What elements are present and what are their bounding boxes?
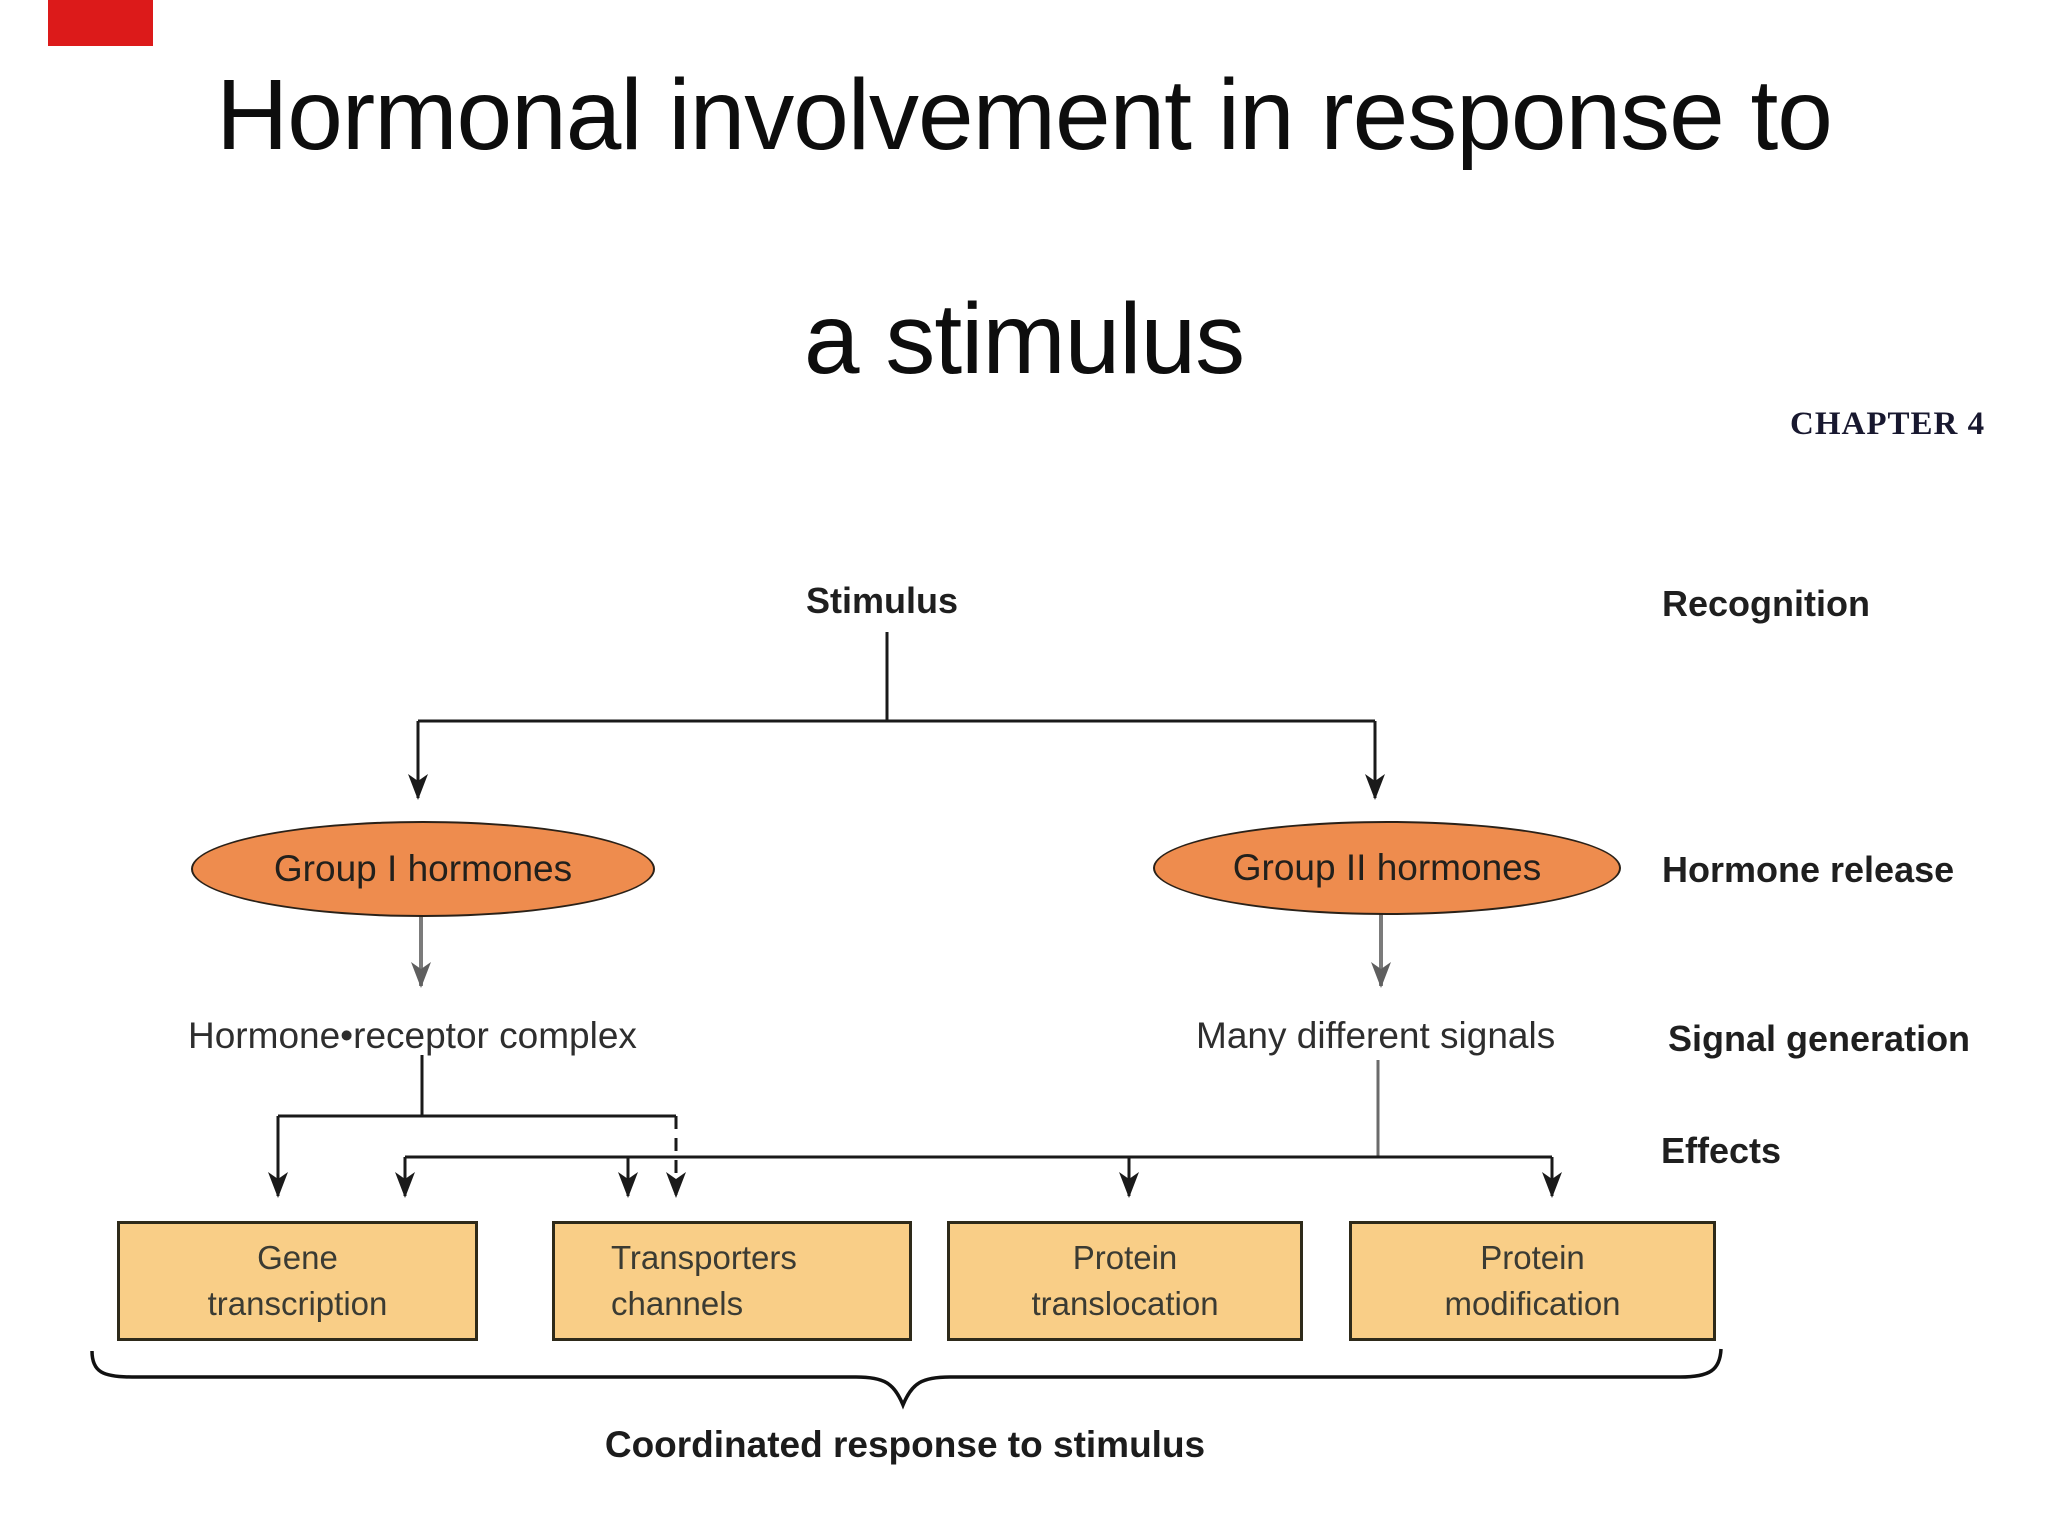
label-many-different-signals: Many different signals [1196,1015,1556,1056]
label-hormone-receptor-complex: Hormone•receptor complex [188,1015,637,1056]
slide-title-line-2: a stimulus [803,283,1245,395]
box-modification-line1: Protein [1480,1239,1585,1276]
ellipse-group2-label: Group II hormones [1232,847,1542,888]
label-signal-generation: Signal generation [1668,1018,1971,1059]
box-transporters-line2: channels [611,1285,744,1322]
box-protein-modification: Protein modification [1349,1221,1716,1341]
ellipse-group1-hormones: Group I hormones [191,821,655,917]
ellipse-group2-hormones: Group II hormones [1153,821,1621,915]
red-corner-marker [48,0,153,46]
label-stimulus: Stimulus [806,580,959,621]
box-protein-translocation: Protein translocation [947,1221,1303,1341]
brace [90,1348,1723,1410]
box-transporters-channels: Transporters channels [552,1221,912,1341]
label-recognition: Recognition [1662,583,1870,624]
box-gene-line2: transcription [207,1285,388,1322]
box-transporters-line1: Transporters [611,1239,797,1276]
chapter-label: CHAPTER 4 [1790,406,1986,442]
box-translocation-line1: Protein [1072,1239,1178,1276]
box-translocation-line2: translocation [1031,1285,1219,1322]
box-modification-line2: modification [1444,1285,1621,1322]
label-hormone-release: Hormone release [1662,849,1955,890]
label-effects: Effects [1661,1130,1782,1171]
slide-title-line-1: Hormonal involvement in response to [216,59,1833,171]
ellipse-group1-label: Group I hormones [273,848,573,889]
box-gene-transcription: Gene transcription [117,1221,478,1341]
box-gene-line1: Gene [257,1239,338,1276]
caption-coordinated-response: Coordinated response to stimulus [604,1424,1206,1465]
